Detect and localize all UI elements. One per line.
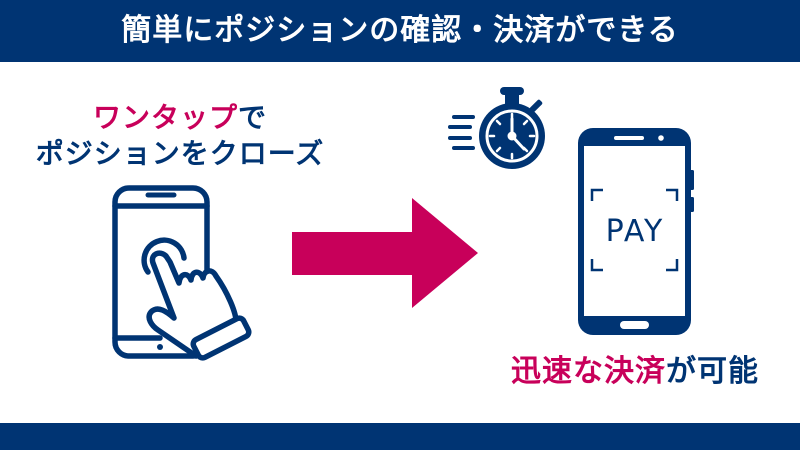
right-caption: 迅速な決済が可能 bbox=[480, 352, 790, 392]
smartphone-pay-icon bbox=[578, 128, 694, 335]
left-caption: ワンタップで ポジションをクローズ bbox=[20, 100, 340, 172]
left-caption-particle: で bbox=[238, 101, 268, 134]
stopwatch-icon bbox=[448, 87, 545, 169]
left-caption-accent: ワンタップ bbox=[92, 101, 238, 134]
pay-label: PAY bbox=[605, 214, 665, 249]
left-caption-line2: ポジションをクローズ bbox=[35, 137, 325, 170]
smartphone-tap-icon bbox=[112, 185, 252, 361]
header-banner: 簡単にポジションの確認・決済ができる bbox=[0, 0, 800, 62]
footer-band bbox=[0, 423, 800, 450]
page-title: 簡単にポジションの確認・決済ができる bbox=[121, 13, 679, 48]
right-caption-accent: 迅速な決済 bbox=[511, 354, 666, 389]
left-caption-line1: ワンタップで bbox=[20, 100, 340, 136]
right-caption-rest: が可能 bbox=[666, 354, 759, 389]
right-arrow-icon bbox=[292, 198, 478, 308]
